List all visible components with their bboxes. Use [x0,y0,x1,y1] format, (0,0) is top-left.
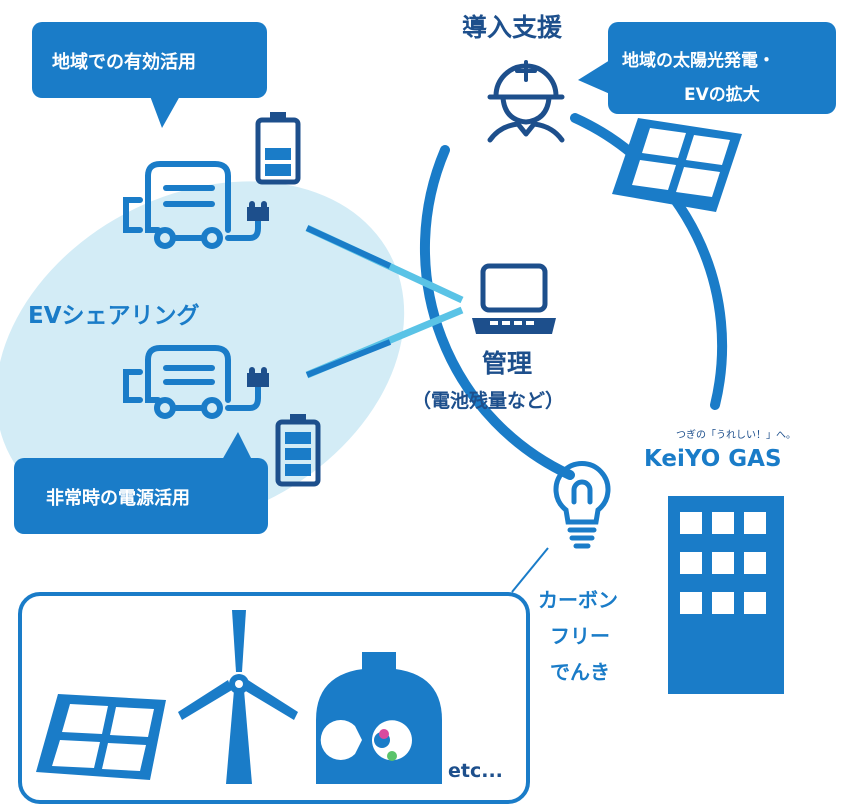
management-label: 管理 [482,349,533,378]
callout-emergency [14,432,268,534]
battery-icon [255,112,301,185]
light-bulb-icon [553,461,611,549]
support-worker-icon [487,60,565,143]
spoke-lower-inner [305,339,392,378]
callout-emergency-text: 非常時の電源活用 [46,488,190,509]
callout-solar-ev-text-2: EVの拡大 [684,85,760,105]
carbon-free-line-3: でんき [550,660,610,684]
carbon-free-line-2: フリー [550,624,610,648]
spoke-upper-inner [305,225,392,269]
battery-icon [275,414,321,487]
carbon-free-line-1: カーボン [538,588,618,612]
callout-solar-ev [578,22,836,114]
cycle-arc [419,145,575,480]
brand-tagline: つぎの「うれしい！」へ。 [676,430,796,441]
gas-tank-icon [316,652,442,784]
callout-local-use-text: 地域での有効活用 [52,52,196,73]
solar-panel-icon [612,118,742,212]
connector-line [511,547,549,593]
management-sub-label: （電池残量など） [412,390,565,412]
etc-label: etc... [448,760,503,782]
solar-panel-icon [36,694,166,780]
car-charging-icon [123,345,269,419]
car-charging-icon [123,161,269,249]
callout-local-use [32,22,267,128]
title-support: 導入支援 [462,13,563,42]
ev-sharing-label: EVシェアリング [28,303,200,329]
building-icon [668,496,784,694]
wind-turbine-icon [178,610,298,784]
laptop-icon [472,263,556,334]
brand-logo: KeiYO GAS [644,446,782,472]
cycle-arc-right [570,113,728,410]
callout-solar-ev-text: 地域の太陽光発電・ [622,51,775,71]
